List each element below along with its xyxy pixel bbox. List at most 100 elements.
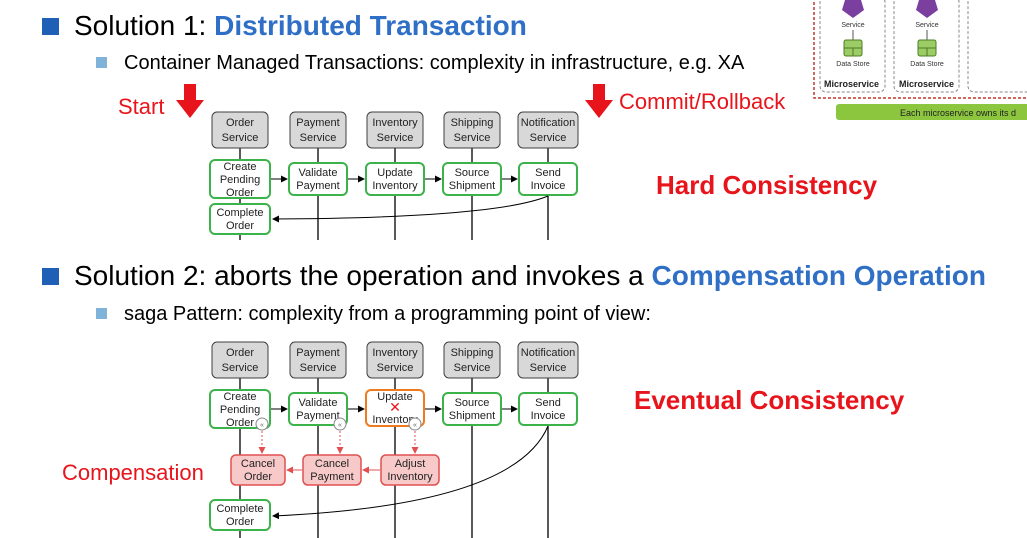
comp-cancel-payment: Cancel Payment <box>302 454 362 486</box>
commit-rollback-label: Commit/Rollback <box>619 89 786 114</box>
svg-text:Order: Order <box>226 516 254 528</box>
svg-text:Service: Service <box>454 132 491 144</box>
svg-text:Inventory: Inventory <box>387 471 433 483</box>
arrow-invoice-to-complete <box>272 195 549 223</box>
arrow-invoice-to-complete <box>272 425 549 520</box>
svg-text:Send: Send <box>535 167 561 179</box>
step-validate-payment: Validate Payment <box>288 392 348 426</box>
svg-text:Pending: Pending <box>220 404 260 416</box>
solution-2-subtext: saga Pattern: complexity from a programm… <box>124 303 651 325</box>
service-box-inventory: Inventory Service <box>366 111 424 149</box>
solution-2-highlight: Compensation Operation <box>651 260 986 291</box>
data-store-icon <box>843 39 863 57</box>
commit-arrow-icon <box>585 84 613 118</box>
distributed-transaction-diagram: Order Service Payment Service Inventory … <box>209 111 579 240</box>
svg-text:Source: Source <box>455 397 490 409</box>
service-box-order: Order Service <box>211 341 269 379</box>
solution-2-heading: Solution 2: aborts the operation and inv… <box>74 262 986 290</box>
start-label: Start <box>118 94 165 119</box>
svg-text:Microservice: Microservice <box>824 79 879 89</box>
svg-text:Pending: Pending <box>220 174 260 186</box>
svg-text:Complete: Complete <box>216 503 263 515</box>
eventual-consistency-label: Eventual Consistency <box>634 385 905 415</box>
svg-text:Data Store: Data Store <box>910 61 944 68</box>
svg-text:Complete: Complete <box>216 207 263 219</box>
svg-text:Source: Source <box>455 167 490 179</box>
step-complete-order: Complete Order <box>209 203 271 235</box>
service-box-shipping: Shipping Service <box>443 111 501 149</box>
svg-text:Service: Service <box>300 362 337 374</box>
svg-text:Payment: Payment <box>296 410 339 422</box>
solution-1-heading: Solution 1: Distributed Transaction <box>74 12 527 40</box>
svg-text:Payment: Payment <box>310 471 353 483</box>
svg-text:Inventory: Inventory <box>372 414 418 426</box>
step-send-invoice: Send Invoice <box>518 392 578 426</box>
svg-text:Order: Order <box>226 347 254 359</box>
svg-text:Update: Update <box>377 167 412 179</box>
svg-text:Service: Service <box>222 132 259 144</box>
rollback-icon: « <box>408 417 422 431</box>
svg-text:Payment: Payment <box>296 347 339 359</box>
step-create-pending-order: Create Pending Order <box>209 389 271 429</box>
start-arrow-icon <box>176 84 204 118</box>
svg-text:Data Store: Data Store <box>836 61 870 68</box>
svg-text:Order: Order <box>226 220 254 232</box>
comp-cancel-order: Cancel Order <box>230 454 286 486</box>
svg-text:Service: Service <box>915 22 938 29</box>
rollback-icon: « <box>255 417 269 431</box>
step-send-invoice: Send Invoice <box>518 162 578 196</box>
svg-text:Create: Create <box>223 391 256 403</box>
svg-text:Payment: Payment <box>296 117 339 129</box>
svg-text:Service: Service <box>530 362 567 374</box>
svg-text:Validate: Validate <box>299 397 338 409</box>
svg-text:Service: Service <box>222 362 259 374</box>
svg-text:Shipping: Shipping <box>451 117 494 129</box>
svg-text:Inventory: Inventory <box>372 117 418 129</box>
service-box-payment: Payment Service <box>289 341 347 379</box>
bullet-solution-1-sub <box>96 57 107 68</box>
rollback-icon: « <box>333 417 347 431</box>
svg-text:Cancel: Cancel <box>315 458 349 470</box>
svg-text:Service: Service <box>454 362 491 374</box>
microservice-box-2 <box>893 0 960 93</box>
service-box-notification: Notification Service <box>517 111 579 149</box>
svg-text:Create: Create <box>223 161 256 173</box>
svg-text:Send: Send <box>535 397 561 409</box>
bullet-solution-2 <box>42 268 59 285</box>
step-source-shipment: Source Shipment <box>442 392 502 426</box>
svg-text:«: « <box>338 422 342 429</box>
failure-x-icon: ✕ <box>389 399 401 415</box>
svg-text:Notification: Notification <box>521 347 575 359</box>
step-validate-payment: Validate Payment <box>288 162 348 196</box>
svg-text:Inventory: Inventory <box>372 347 418 359</box>
microservices-panel: Service Service Data Store Data Store Mi… <box>813 0 1027 120</box>
svg-text:Shipping: Shipping <box>451 347 494 359</box>
step-source-shipment: Source Shipment <box>442 162 502 196</box>
service-box-notification: Notification Service <box>517 341 579 379</box>
data-store-icon <box>917 39 937 57</box>
solution-2-prefix: Solution 2: aborts the operation and inv… <box>74 260 652 291</box>
svg-text:Update: Update <box>377 391 412 403</box>
service-hexagon-icon <box>916 0 938 18</box>
svg-text:Inventory: Inventory <box>372 180 418 192</box>
svg-text:Service: Service <box>530 132 567 144</box>
svg-text:Cancel: Cancel <box>241 458 275 470</box>
bullet-solution-1 <box>42 18 59 35</box>
svg-text:Adjust: Adjust <box>395 458 426 470</box>
svg-text:Invoice: Invoice <box>531 180 566 192</box>
svg-text:Shipment: Shipment <box>449 410 495 422</box>
svg-text:Order: Order <box>226 117 254 129</box>
hard-consistency-label: Hard Consistency <box>656 170 878 200</box>
svg-text:Invoice: Invoice <box>531 410 566 422</box>
svg-text:Each microservice owns its d: Each microservice owns its d <box>900 108 1016 118</box>
svg-text:Order: Order <box>226 417 254 429</box>
svg-text:Service: Service <box>300 132 337 144</box>
svg-text:«: « <box>413 422 417 429</box>
svg-text:Service: Service <box>377 132 414 144</box>
svg-text:Order: Order <box>226 187 254 199</box>
solution-1-highlight: Distributed Transaction <box>214 10 527 41</box>
comp-adjust-inventory: Adjust Inventory <box>380 454 440 486</box>
solution-1-prefix: Solution 1: <box>74 10 215 41</box>
svg-text:Validate: Validate <box>299 167 338 179</box>
service-box-payment: Payment Service <box>289 111 347 149</box>
